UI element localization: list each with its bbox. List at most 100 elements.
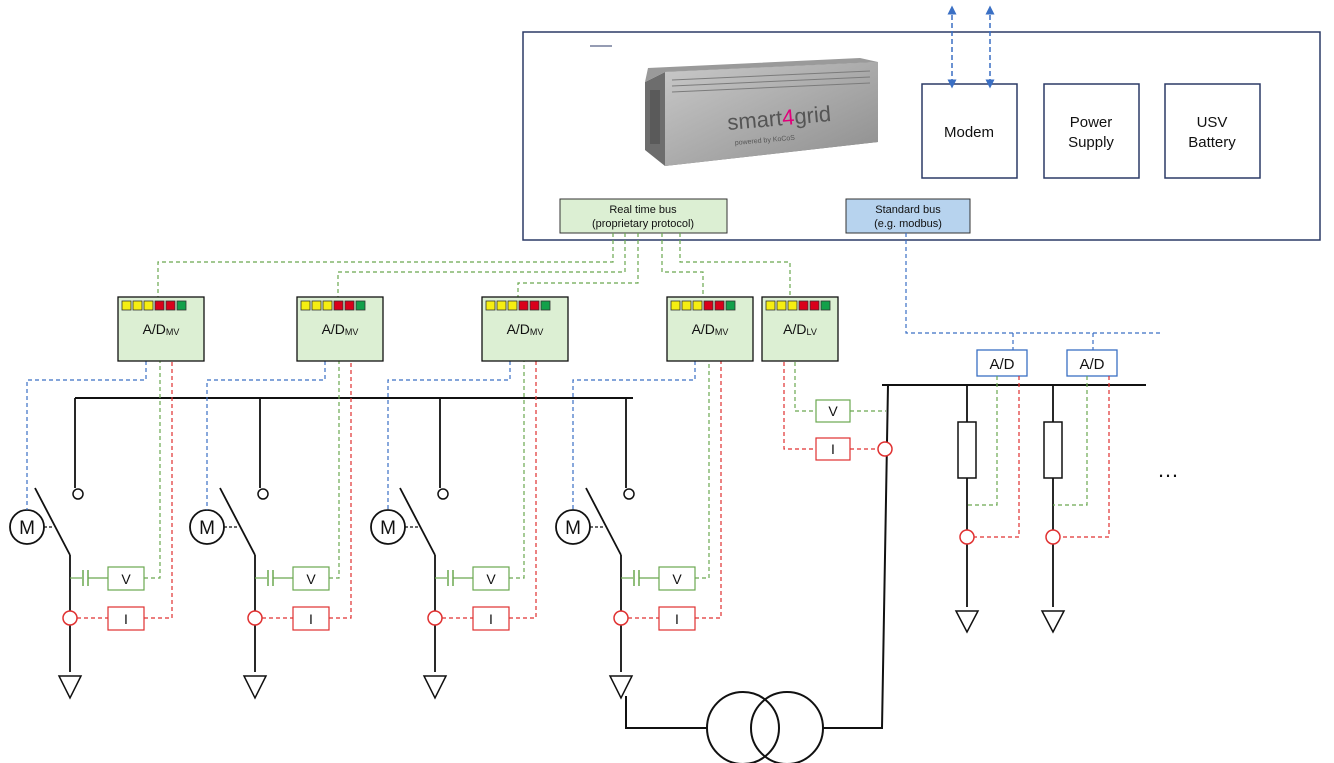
status-led — [485, 300, 496, 311]
switch-contact — [623, 488, 635, 500]
switch-blade — [34, 487, 71, 556]
fuse-symbol — [1043, 421, 1063, 479]
svg-text:V: V — [121, 571, 131, 587]
lv-feeder-1: A/D — [954, 349, 1028, 634]
usv-battery-box: USV Battery — [1164, 83, 1261, 179]
ad-label: A/DMV — [692, 321, 729, 337]
status-led — [132, 300, 143, 311]
control-cabinet-frame — [522, 31, 1321, 241]
transformer — [625, 384, 889, 763]
status-led — [714, 300, 725, 311]
switch-contact — [437, 488, 449, 500]
power-supply-box: Power Supply — [1043, 83, 1140, 179]
status-led — [154, 300, 165, 311]
current-sensor — [959, 529, 975, 545]
standard-bus-lines — [905, 233, 1160, 350]
status-led — [311, 300, 322, 311]
ad-label: A/DMV — [143, 321, 180, 337]
svg-text:Real time bus: Real time bus — [609, 204, 677, 216]
ground-symbol — [242, 675, 268, 700]
svg-text:A/D: A/D — [1079, 356, 1104, 373]
lv-feeder-2: A/D — [1040, 349, 1118, 634]
switch-blade — [585, 487, 622, 556]
more-feeders-ellipsis: … — [1157, 457, 1179, 482]
ad-converter-lv-5: A/DLV — [761, 296, 839, 362]
svg-text:USV: USV — [1197, 114, 1228, 131]
svg-text:I: I — [309, 611, 313, 627]
device-brand: smart4grid — [726, 101, 832, 135]
svg-text:Modem: Modem — [944, 124, 994, 141]
svg-text:I: I — [675, 611, 679, 627]
svg-text:(proprietary protocol): (proprietary protocol) — [592, 218, 694, 230]
status-led — [703, 300, 714, 311]
status-led — [121, 300, 132, 311]
status-led — [300, 300, 311, 311]
modem-box: Modem — [921, 83, 1018, 179]
svg-text:Supply: Supply — [1068, 134, 1114, 151]
switch-contact — [72, 488, 84, 500]
switch-contact — [257, 488, 269, 500]
lv-current-sensor — [877, 441, 893, 457]
svg-text:M: M — [199, 518, 215, 539]
switch-blade — [399, 487, 436, 556]
status-led — [540, 300, 551, 311]
status-led — [820, 300, 831, 311]
status-led — [143, 300, 154, 311]
svg-text:(e.g. modbus): (e.g. modbus) — [874, 218, 942, 230]
ground-symbol — [1040, 610, 1066, 634]
lv-ad-converter: A/D — [1066, 349, 1118, 377]
ground-symbol — [954, 610, 980, 634]
svg-text:Power: Power — [1070, 114, 1113, 131]
svg-text:M: M — [380, 518, 396, 539]
svg-text:V: V — [306, 571, 316, 587]
ground-symbol — [57, 675, 83, 700]
status-led — [322, 300, 333, 311]
current-sensor — [613, 610, 629, 626]
switch-blade — [219, 487, 256, 556]
status-led — [681, 300, 692, 311]
real-time-bus-label: Real time bus (proprietary protocol) — [559, 198, 728, 234]
ad-label: A/DMV — [322, 321, 359, 337]
lv-voltage-box — [815, 399, 851, 423]
ad-label: A/DMV — [507, 321, 544, 337]
svg-text:M: M — [19, 518, 35, 539]
svg-text:V: V — [828, 403, 838, 419]
svg-text:Battery: Battery — [1188, 134, 1236, 151]
svg-text:Standard bus: Standard bus — [875, 204, 941, 216]
standard-bus-label: Standard bus (e.g. modbus) — [845, 198, 971, 234]
svg-text:I: I — [489, 611, 493, 627]
status-led — [518, 300, 529, 311]
current-sensor — [1045, 529, 1061, 545]
ad-label: A/DLV — [783, 321, 817, 337]
mv-feeder-2: M V I — [189, 361, 352, 700]
status-led — [670, 300, 681, 311]
smart4grid-device-image: smart4grid powered by KoCoS — [645, 58, 878, 166]
mv-feeder-4: M V I — [555, 361, 722, 700]
svg-text:V: V — [672, 571, 682, 587]
lv-measurement: V I — [783, 362, 893, 461]
svg-text:V: V — [486, 571, 496, 587]
status-led — [176, 300, 187, 311]
status-led — [344, 300, 355, 311]
status-led — [692, 300, 703, 311]
status-led — [765, 300, 776, 311]
svg-text:I: I — [831, 441, 835, 457]
ground-symbol — [608, 675, 634, 700]
real-time-bus-lines — [157, 233, 791, 297]
current-sensor — [247, 610, 263, 626]
current-sensor — [427, 610, 443, 626]
status-led — [507, 300, 518, 311]
status-led — [496, 300, 507, 311]
status-led — [776, 300, 787, 311]
status-led — [725, 300, 736, 311]
lv-current-box — [815, 437, 851, 461]
svg-text:M: M — [565, 518, 581, 539]
svg-text:I: I — [124, 611, 128, 627]
ad-converter-mv-3: A/DMV — [481, 296, 569, 362]
status-led — [809, 300, 820, 311]
fuse-symbol — [957, 421, 977, 479]
status-led — [529, 300, 540, 311]
lv-ad-converter: A/D — [976, 349, 1028, 377]
status-led — [787, 300, 798, 311]
